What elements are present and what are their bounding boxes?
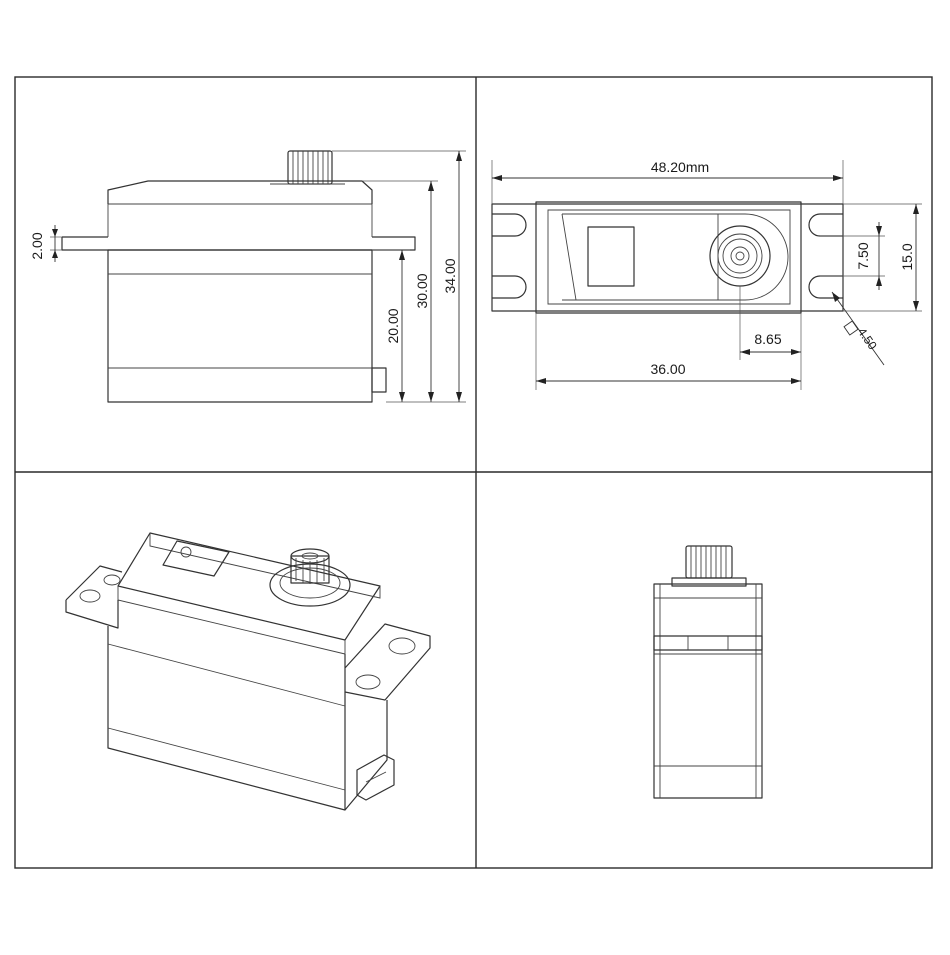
top-cap bbox=[107, 180, 373, 204]
total-height-label: 34.00 bbox=[442, 258, 458, 293]
iso-right-ear bbox=[344, 623, 431, 701]
cable-exit bbox=[371, 367, 387, 393]
spline-offset-label: 8.65 bbox=[754, 331, 781, 347]
end-body bbox=[653, 583, 763, 799]
iso-left-ear bbox=[65, 565, 123, 629]
panel-frames bbox=[14, 76, 933, 869]
case-body bbox=[107, 249, 373, 403]
isometric-view bbox=[65, 532, 431, 811]
end-view bbox=[653, 545, 763, 799]
flange-thickness-label: 2.00 bbox=[29, 232, 45, 259]
top-view: 48.20mm 7.50 15.0 8.65 bbox=[491, 159, 922, 390]
slot-left-top bbox=[492, 213, 527, 237]
slot-left-bottom bbox=[492, 275, 527, 299]
overall-length-label: 48.20mm bbox=[651, 159, 709, 175]
top-body bbox=[535, 201, 802, 314]
slot-right-bottom bbox=[808, 275, 843, 299]
width-label: 15.0 bbox=[899, 243, 915, 270]
iso-cable-exit bbox=[356, 754, 395, 801]
output-hub bbox=[709, 225, 771, 287]
side-view: 2.00 20.00 30.00 34.00 bbox=[29, 150, 466, 403]
body-length-label: 36.00 bbox=[650, 361, 685, 377]
end-collar bbox=[671, 577, 747, 587]
end-flange bbox=[653, 635, 763, 651]
end-spline bbox=[685, 545, 733, 579]
slot-right-top bbox=[808, 213, 843, 237]
iso-sticker bbox=[162, 540, 230, 577]
mounting-flange bbox=[61, 236, 416, 251]
label-square bbox=[587, 226, 635, 287]
body-height-label: 20.00 bbox=[385, 308, 401, 343]
side-dimensions: 2.00 20.00 30.00 34.00 bbox=[29, 150, 466, 403]
iso-top-face bbox=[117, 532, 381, 641]
iso-front-face bbox=[107, 626, 346, 811]
spline-gear bbox=[287, 150, 333, 185]
diameter-square-icon bbox=[843, 320, 859, 336]
case-height-label: 30.00 bbox=[414, 273, 430, 308]
iso-right-face bbox=[344, 700, 388, 811]
top-dimensions: 48.20mm 7.50 15.0 8.65 bbox=[491, 159, 922, 390]
hole-spacing-label: 7.50 bbox=[855, 242, 871, 269]
